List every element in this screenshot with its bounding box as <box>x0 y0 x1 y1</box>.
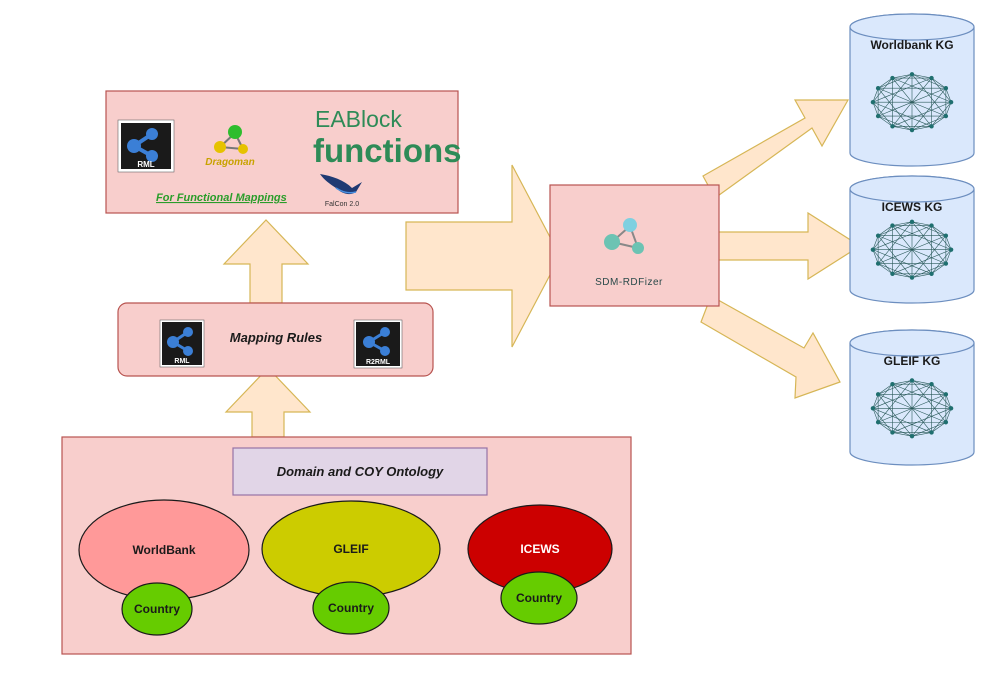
dragoman-label: Dragoman <box>205 157 254 168</box>
functional-mappings-label: For Functional Mappings <box>156 192 287 204</box>
gleif-kg-cylinder-top <box>849 329 975 357</box>
rml-logo: RML <box>117 119 175 173</box>
arrow-to-rdfizer <box>405 164 561 348</box>
icews-kg-cylinder-top <box>849 175 975 203</box>
worldbank-country-label: Country <box>134 602 180 616</box>
worldbank-kg-cylinder-top <box>849 13 975 41</box>
gleif-kg-network-icon <box>870 378 954 439</box>
ontology-box <box>232 447 488 496</box>
gleif-kg-label: GLEIF KG <box>884 354 941 368</box>
mapping-rules-title: Mapping Rules <box>230 330 322 345</box>
arrow-to-icews-kg <box>707 211 862 281</box>
arrow-sources-to-mapping <box>224 367 312 438</box>
dragoman-logo: Dragoman <box>205 125 255 168</box>
arrow-to-gleif-kg <box>700 295 841 399</box>
arrow-to-worldbank-kg <box>702 99 850 199</box>
icews-kg-network-icon <box>870 219 954 280</box>
rdfizer-label: SDM-RDFizer <box>595 277 663 288</box>
r2rml-label: R2RML <box>366 359 391 366</box>
gleif-country-label: Country <box>328 601 374 615</box>
icews-label: ICEWS <box>520 542 559 556</box>
eablock-subtitle: functions <box>313 132 461 169</box>
worldbank-kg-network-icon <box>870 72 954 133</box>
falcon-logo: FalCon 2.0 <box>320 174 362 208</box>
icews-country <box>500 571 578 625</box>
gleif-country <box>312 581 390 635</box>
eablock-title: EABlock <box>315 106 402 132</box>
rdfizer-logo <box>604 218 644 254</box>
arrow-mapping-to-functions <box>222 219 310 304</box>
worldbank-label: WorldBank <box>132 543 195 557</box>
rml-logo-label: RML <box>137 160 154 169</box>
kg-group: Worldbank KG ICEWS KG GLEIF KG <box>849 13 975 466</box>
gleif-label: GLEIF <box>333 542 368 556</box>
r2rml-logo: R2RML <box>353 319 403 369</box>
icews-country-label: Country <box>516 591 562 605</box>
rml-small-label: RML <box>174 358 190 365</box>
icews-kg-label: ICEWS KG <box>882 200 943 214</box>
worldbank-country <box>121 582 193 636</box>
rml-logo-small: RML <box>159 319 205 368</box>
falcon-label: FalCon 2.0 <box>325 201 359 208</box>
ontology-label: Domain and COY Ontology <box>277 464 444 479</box>
worldbank-kg-label: Worldbank KG <box>870 38 953 52</box>
